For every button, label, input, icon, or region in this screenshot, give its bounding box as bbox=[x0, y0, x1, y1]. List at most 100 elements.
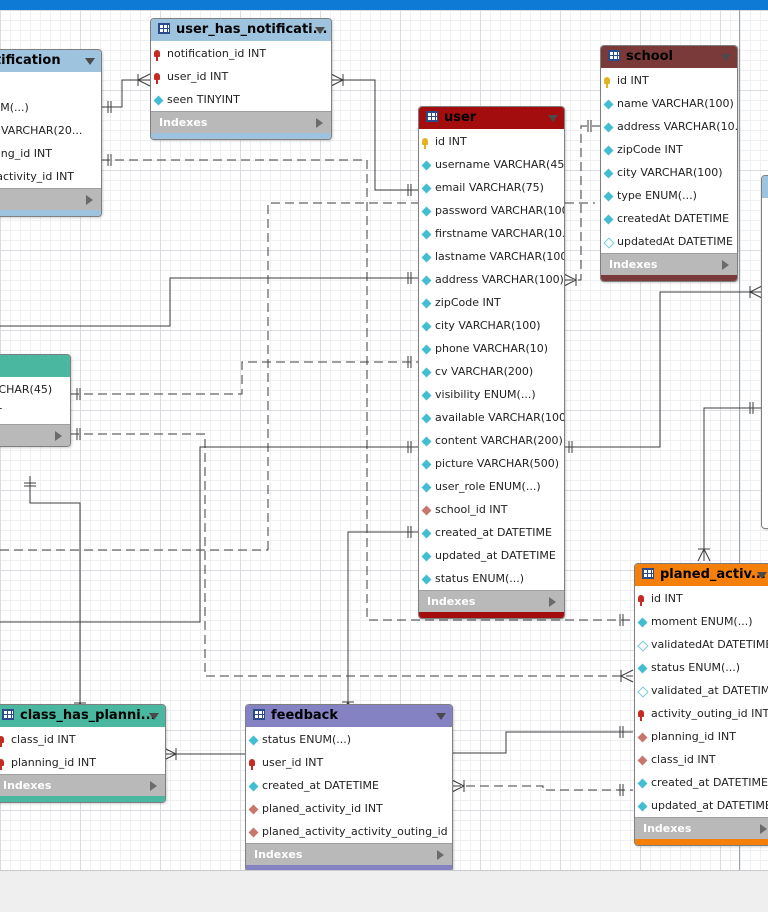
column-row[interactable]: address VARCHAR(100) bbox=[419, 268, 564, 291]
table-user-has-notification[interactable]: user_has_notificati... notification_id I… bbox=[150, 18, 332, 140]
column-row[interactable]: planed_activity_id INT bbox=[246, 797, 452, 820]
table-notification[interactable]: otification TENUM(...)age VARCHAR(20...e… bbox=[0, 49, 102, 217]
expand-arrow-icon[interactable] bbox=[86, 195, 93, 205]
column-row[interactable]: id INT bbox=[635, 587, 768, 610]
column-row[interactable]: createdAt DATETIME bbox=[601, 207, 737, 230]
rel-class-has-planning-feedback-mark bbox=[163, 747, 177, 761]
column-row[interactable]: seen TINYINT bbox=[151, 88, 331, 111]
column-row[interactable]: l INT bbox=[0, 401, 70, 424]
table-class[interactable]: s VARCHAR(45)l INT bbox=[0, 354, 71, 447]
column-label: lastname VARCHAR(100) bbox=[435, 250, 564, 263]
collapse-caret-icon[interactable] bbox=[436, 713, 446, 720]
column-row[interactable]: zipCode INT bbox=[601, 138, 737, 161]
column-row[interactable]: phone VARCHAR(10) bbox=[419, 337, 564, 360]
column-row[interactable]: username VARCHAR(45) bbox=[419, 153, 564, 176]
collapse-caret-icon[interactable] bbox=[315, 27, 325, 34]
column-row[interactable]: ENUM(...) bbox=[0, 96, 101, 119]
column-row[interactable]: updated_at DATETIME bbox=[635, 794, 768, 817]
column-row[interactable]: name VARCHAR(100) bbox=[601, 92, 737, 115]
column-row[interactable]: ed_activity_id INT bbox=[0, 165, 101, 188]
table-header[interactable]: feedback bbox=[246, 705, 452, 727]
column-row[interactable]: VARCHAR(45) bbox=[0, 378, 70, 401]
column-row[interactable]: notification_id INT bbox=[151, 42, 331, 65]
table-offscreen-right[interactable] bbox=[761, 175, 768, 529]
rel-notification-planed-activity-mark bbox=[107, 154, 624, 626]
indexes-section[interactable]: Indexes bbox=[419, 590, 564, 612]
collapse-caret-icon[interactable] bbox=[721, 54, 731, 61]
indexes-section[interactable] bbox=[0, 424, 70, 446]
column-row[interactable]: updatedAt DATETIME bbox=[601, 230, 737, 253]
column-row[interactable]: status ENUM(...) bbox=[635, 656, 768, 679]
column-row[interactable]: status ENUM(...) bbox=[419, 567, 564, 590]
table-header[interactable]: user bbox=[419, 107, 564, 129]
column-row[interactable]: created_at DATETIME bbox=[419, 521, 564, 544]
column-row[interactable]: id INT bbox=[601, 69, 737, 92]
table-header[interactable]: user_has_notificati... bbox=[151, 19, 331, 41]
column-row[interactable]: created_at DATETIME bbox=[246, 774, 452, 797]
expand-arrow-icon[interactable] bbox=[437, 850, 444, 860]
table-header[interactable]: s bbox=[0, 355, 70, 377]
column-row[interactable]: planning_id INT bbox=[0, 751, 165, 774]
column-row[interactable]: validatedAt DATETIME bbox=[635, 633, 768, 656]
column-row[interactable]: validated_at DATETIME bbox=[635, 679, 768, 702]
column-row[interactable]: user_id INT bbox=[246, 751, 452, 774]
column-row[interactable]: available VARCHAR(100) bbox=[419, 406, 564, 429]
column-row[interactable]: user_id INT bbox=[151, 65, 331, 88]
column-row[interactable]: type ENUM(...) bbox=[601, 184, 737, 207]
expand-arrow-icon[interactable] bbox=[760, 824, 767, 834]
table-header[interactable]: planed_activ... bbox=[635, 564, 768, 586]
column-row[interactable]: lastname VARCHAR(100) bbox=[419, 245, 564, 268]
column-row[interactable]: created_at DATETIME bbox=[635, 771, 768, 794]
column-row[interactable]: enning_id INT bbox=[0, 142, 101, 165]
diagram-canvas[interactable]: otification TENUM(...)age VARCHAR(20...e… bbox=[0, 10, 768, 870]
column-row[interactable]: address VARCHAR(10... bbox=[601, 115, 737, 138]
column-row[interactable]: class_id INT bbox=[635, 748, 768, 771]
column-row[interactable]: moment ENUM(...) bbox=[635, 610, 768, 633]
column-row[interactable]: city VARCHAR(100) bbox=[419, 314, 564, 337]
column-row[interactable]: planning_id INT bbox=[635, 725, 768, 748]
column-row[interactable]: city VARCHAR(100) bbox=[601, 161, 737, 184]
column-row[interactable]: visibility ENUM(...) bbox=[419, 383, 564, 406]
expand-arrow-icon[interactable] bbox=[55, 431, 62, 441]
collapse-caret-icon[interactable] bbox=[85, 58, 95, 65]
table-header[interactable]: class_has_planni... bbox=[0, 705, 165, 727]
indexes-section[interactable]: Indexes bbox=[635, 817, 768, 839]
column-row[interactable]: planed_activity_activity_outing_id I... bbox=[246, 820, 452, 843]
indexes-section[interactable]: Indexes bbox=[151, 111, 331, 133]
table-header[interactable]: school bbox=[601, 46, 737, 68]
collapse-caret-icon[interactable] bbox=[548, 115, 558, 122]
expand-arrow-icon[interactable] bbox=[549, 597, 556, 607]
column-row[interactable]: school_id INT bbox=[419, 498, 564, 521]
column-row[interactable]: T bbox=[0, 73, 101, 96]
column-row[interactable]: picture VARCHAR(500) bbox=[419, 452, 564, 475]
column-row[interactable]: firstname VARCHAR(10... bbox=[419, 222, 564, 245]
expand-arrow-icon[interactable] bbox=[150, 781, 157, 791]
column-row[interactable]: class_id INT bbox=[0, 728, 165, 751]
expand-arrow-icon[interactable] bbox=[316, 118, 323, 128]
column-row[interactable]: age VARCHAR(20... bbox=[0, 119, 101, 142]
column-row[interactable]: cv VARCHAR(200) bbox=[419, 360, 564, 383]
indexes-section[interactable]: es bbox=[0, 188, 101, 210]
table-header[interactable]: otification bbox=[0, 50, 101, 72]
expand-arrow-icon[interactable] bbox=[722, 260, 729, 270]
table-header[interactable] bbox=[762, 176, 768, 198]
column-row[interactable]: user_role ENUM(...) bbox=[419, 475, 564, 498]
column-row[interactable]: zipCode INT bbox=[419, 291, 564, 314]
column-row[interactable]: id INT bbox=[419, 130, 564, 153]
column-row[interactable]: password VARCHAR(100) bbox=[419, 199, 564, 222]
column-row[interactable]: email VARCHAR(75) bbox=[419, 176, 564, 199]
column-row[interactable]: activity_outing_id INT bbox=[635, 702, 768, 725]
column-row[interactable]: status ENUM(...) bbox=[246, 728, 452, 751]
column-row[interactable]: updated_at DATETIME bbox=[419, 544, 564, 567]
indexes-section[interactable]: Indexes bbox=[0, 774, 165, 796]
collapse-caret-icon[interactable] bbox=[149, 713, 159, 720]
collapse-caret-icon[interactable] bbox=[757, 572, 767, 579]
indexes-section[interactable]: Indexes bbox=[601, 253, 737, 275]
column-row[interactable]: content VARCHAR(200) bbox=[419, 429, 564, 452]
indexes-section[interactable]: Indexes bbox=[246, 843, 452, 865]
